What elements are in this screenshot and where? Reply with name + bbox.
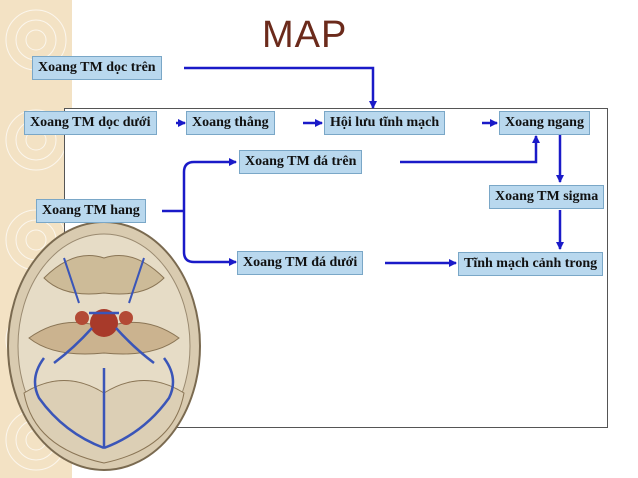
arrow-cavernous-to-ips — [182, 211, 237, 266]
node-cavernous-sinus: Xoang TM hang — [36, 199, 146, 223]
node-transverse-sinus: Xoang ngang — [499, 111, 590, 135]
node-superior-petrosal-sinus: Xoang TM đá trên — [239, 150, 363, 174]
node-inferior-petrosal-sinus: Xoang TM đá dưới — [237, 251, 364, 275]
arrow-sss-to-confluence — [184, 66, 377, 109]
skull-base-illustration — [7, 221, 201, 471]
node-confluence-of-sinuses: Hội lưu tĩnh mạch — [324, 111, 446, 135]
node-sigmoid-sinus: Xoang TM sigma — [489, 185, 605, 209]
node-superior-sagittal-sinus: Xoang TM dọc trên — [32, 56, 162, 80]
node-internal-jugular-vein: Tĩnh mạch cảnh trong — [458, 252, 604, 276]
arrow-cavernous-to-sps — [182, 158, 237, 211]
page-title: MAP — [262, 14, 348, 56]
node-straight-sinus: Xoang thẳng — [186, 111, 275, 135]
node-inferior-sagittal-sinus: Xoang TM dọc dưới — [24, 111, 157, 135]
arrow-sps-to-transverse — [400, 135, 540, 164]
